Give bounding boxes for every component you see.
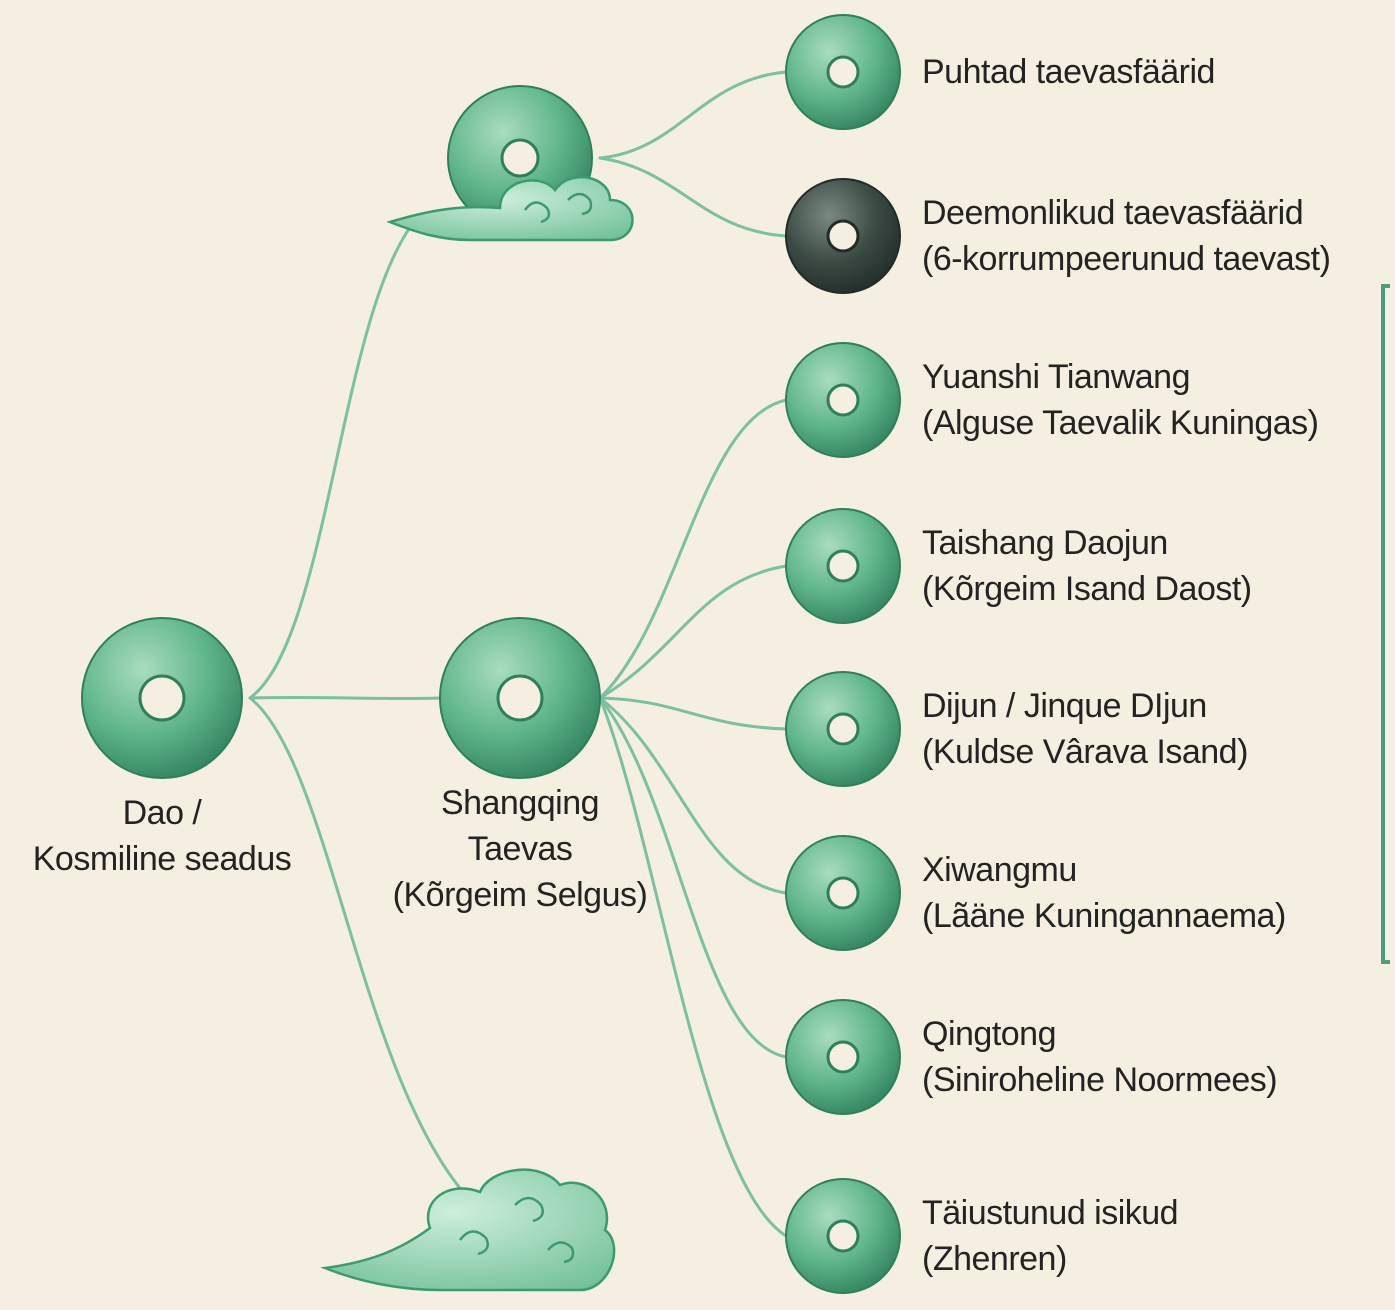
leaf-label-line: Taishang Daojun — [922, 524, 1168, 562]
leaf-label-line: Xiwangmu — [922, 851, 1077, 889]
root-label: Dao / Kosmiline seadus — [2, 790, 322, 882]
branch-middle-leaf-8 — [598, 696, 788, 1238]
branch-middle-leaf-3 — [598, 398, 788, 700]
leaf-label: Qingtong (Siniroheline Noormees) — [922, 1011, 1278, 1103]
leaf-label-line: Qingtong — [922, 1015, 1057, 1053]
jade-disc-icon — [81, 617, 243, 779]
leaf-label: Dijun / Jinque DIjun (Kuldse Vârava Isand… — [922, 683, 1248, 775]
jade-disc-icon — [785, 671, 901, 787]
leaf-label-line: (Zhenren) — [922, 1240, 1067, 1278]
leaf-label-line: (Lãäne Kuningannaema) — [922, 897, 1286, 935]
branch-middle-leaf-5 — [598, 696, 788, 731]
branch-root-upper — [248, 213, 422, 700]
jade-disc-icon — [785, 835, 901, 951]
leaf-label-line: Deemonlikud taevasfäärid — [922, 194, 1304, 232]
leaf-label-line: Täiustunud isikud — [922, 1194, 1179, 1232]
leaf-discs — [785, 14, 901, 1294]
branch-lines — [248, 70, 788, 1238]
branch-upper-leaf-1 — [598, 70, 788, 160]
leaf-label: Taishang Daojun (Kõrgeim Isand Daost) — [922, 520, 1252, 612]
leaf-label: Täiustunud isikud (Zhenren) — [922, 1190, 1179, 1282]
leaf-label: Deemonlikud taevasfäärid (6-korrumpeerunu… — [922, 190, 1331, 282]
leaf-label-line: (Kõrgeim Isand Daost) — [922, 570, 1252, 608]
dark-jade-disc-icon — [785, 178, 901, 294]
leaf-label: Yuanshi Tianwang (Alguse Taevalik Kuninga… — [922, 354, 1319, 446]
leaf-label: Puhtad taevasfäärid — [922, 49, 1215, 95]
jade-disc-icon — [439, 617, 601, 779]
leaf-label-line: Yuanshi Tianwang — [922, 358, 1190, 396]
leaf-label: Xiwangmu (Lãäne Kuningannaema) — [922, 847, 1286, 939]
jade-disc-icon — [785, 342, 901, 458]
leaf-label-line: Dijun / Jinque DIjun — [922, 687, 1207, 725]
root-label-line-2: Kosmiline seadus — [32, 840, 292, 878]
jade-disc-icon — [785, 1178, 901, 1294]
middle-label-line-1: Shangqing — [440, 784, 600, 822]
jade-disc-icon — [785, 508, 901, 624]
cloud-icon — [320, 1168, 616, 1292]
root-label-line-1: Dao / — [122, 794, 202, 832]
leaf-label-line: (Alguse Taevalik Kuningas) — [922, 404, 1319, 442]
branch-middle-leaf-6 — [598, 696, 788, 895]
branch-middle-leaf-7 — [598, 696, 788, 1059]
leaf-label-line: Puhtad taevasfäärid — [922, 53, 1215, 91]
middle-label: Shangqing Taevas (Kõrgeim Selgus) — [360, 780, 680, 918]
middle-label-line-2: Taevas — [467, 830, 573, 868]
middle-label-line-3: (Kõrgeim Selgus) — [392, 876, 648, 914]
jade-disc-with-cloud-icon — [386, 85, 634, 242]
leaf-label-line: (6-korrumpeerunud taevast) — [922, 240, 1331, 278]
bracket-frame — [1381, 284, 1390, 964]
jade-disc-icon — [785, 14, 901, 130]
branch-middle-leaf-4 — [598, 564, 788, 700]
leaf-label-line: (Kuldse Vârava Isand) — [922, 733, 1248, 771]
branch-upper-leaf-2 — [598, 156, 788, 238]
branch-root-middle — [248, 695, 442, 701]
jade-disc-icon — [785, 999, 901, 1115]
branch-root-lower — [248, 696, 472, 1202]
leaf-label-line: (Siniroheline Noormees) — [922, 1061, 1278, 1099]
